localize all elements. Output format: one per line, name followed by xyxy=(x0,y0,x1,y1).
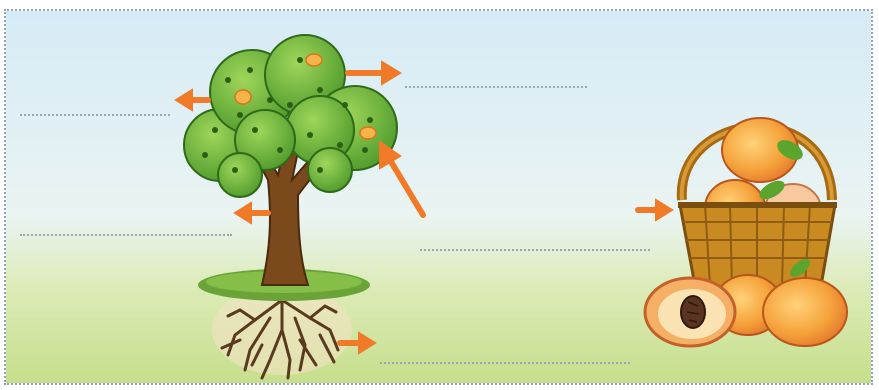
worksheet-frame xyxy=(4,9,873,385)
answer-blank-roots[interactable] xyxy=(380,362,630,364)
answer-blank-fruit[interactable] xyxy=(405,86,587,88)
answer-blank-flower[interactable] xyxy=(420,249,650,251)
answer-blank-stem[interactable] xyxy=(20,234,232,236)
answer-blank-leaves[interactable] xyxy=(20,114,170,116)
